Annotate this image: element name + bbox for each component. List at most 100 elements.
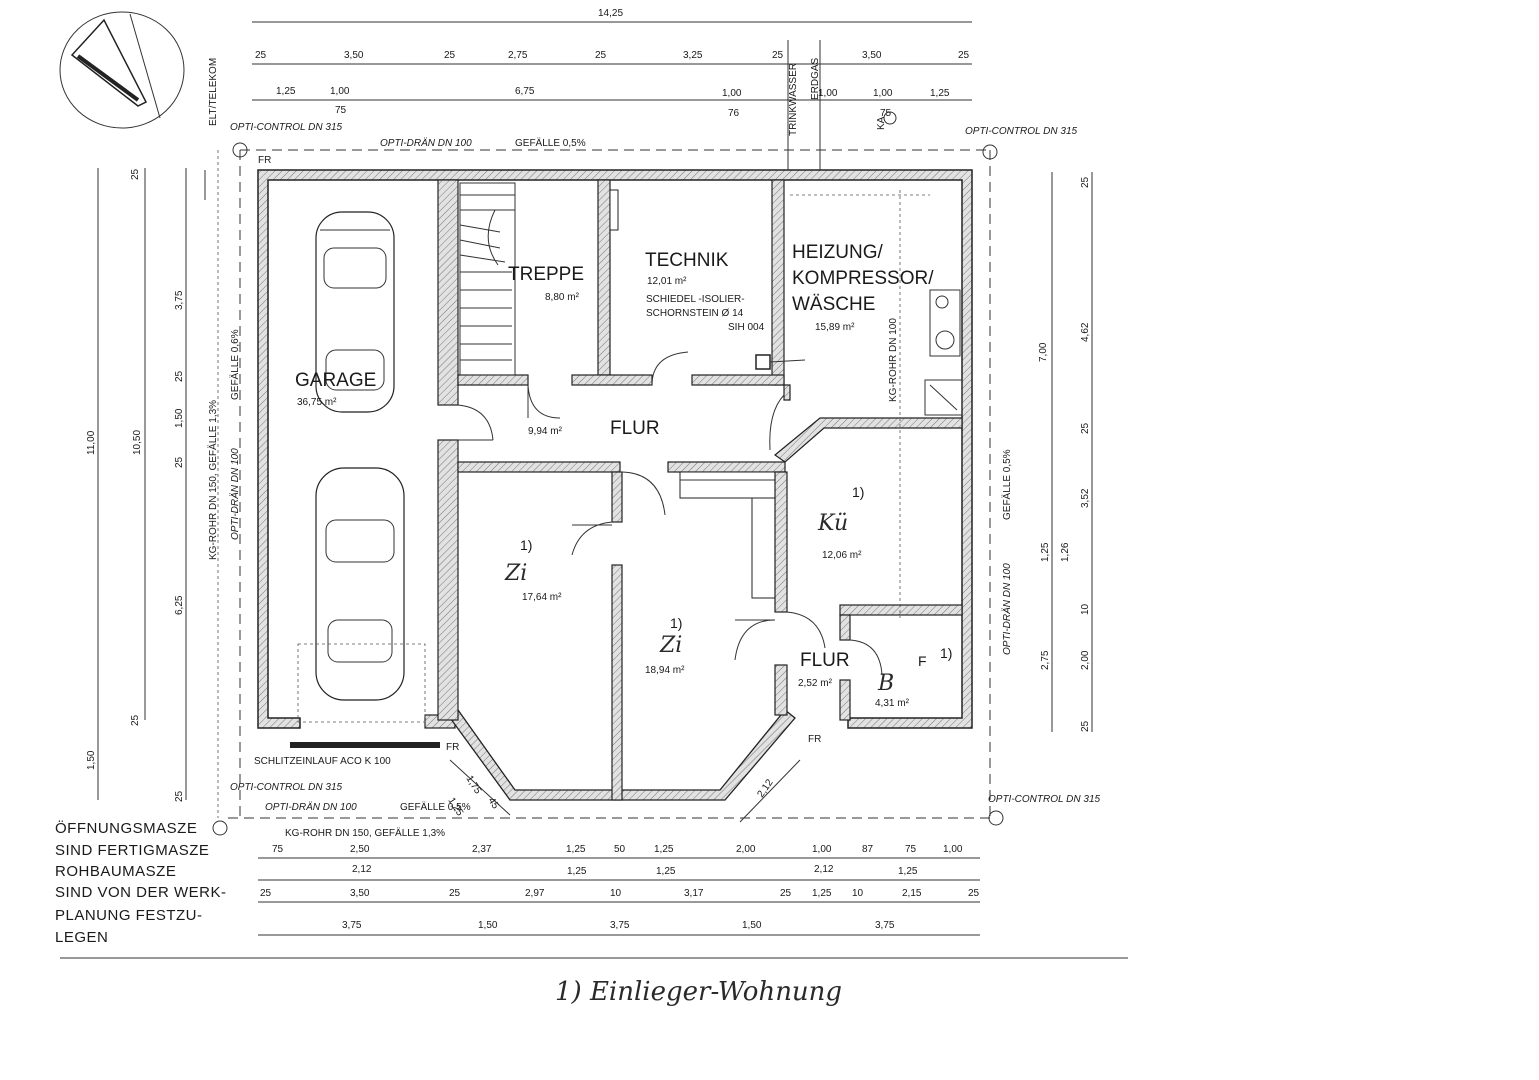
dim-bottom-r4: 1,50 xyxy=(478,920,498,931)
garage-label: GARAGE xyxy=(295,370,376,391)
dim-top-r2: 76 xyxy=(728,108,740,119)
ka: KA xyxy=(876,116,887,130)
treppe-label: TREPPE xyxy=(508,264,584,285)
flur-small-label: FLUR xyxy=(800,650,850,671)
elt-telekom: ELT/TELEKOM xyxy=(208,58,219,126)
dim-top-r1: 25 xyxy=(595,50,607,61)
left-pipe-3: GEFÄLLE 0,6% xyxy=(229,329,241,400)
opti-control-br: OPTI-CONTROL DN 315 xyxy=(988,794,1100,805)
bad-f: F xyxy=(918,653,927,669)
note-line: PLANUNG FESTZU- xyxy=(55,907,203,924)
garage-area: 36,75 m² xyxy=(297,397,337,408)
dim-top-r2: 75 xyxy=(880,108,892,119)
dim-bottom-r3: 3,17 xyxy=(684,888,704,899)
drain-lines xyxy=(204,40,995,820)
heizung-label-3: WÄSCHE xyxy=(792,294,875,315)
technik-note-1: SCHIEDEL -ISOLIER- xyxy=(646,294,745,305)
dim-bottom-r4: 1,50 xyxy=(742,920,762,931)
bad-hand: B xyxy=(877,671,894,696)
room-b-hand: Zi xyxy=(659,633,682,658)
car-icon-top xyxy=(315,211,395,413)
technik-label: TECHNIK xyxy=(645,250,729,271)
opti-control-tr: OPTI-CONTROL DN 315 xyxy=(965,126,1077,137)
dim-bottom-r1: 1,00 xyxy=(812,844,832,855)
dim-left-part: 3,75 xyxy=(174,290,185,310)
note-line: SIND FERTIGMASZE xyxy=(55,842,209,859)
fr-garage: FR xyxy=(446,742,459,753)
flur-main-label: FLUR xyxy=(610,418,660,439)
note-line: ROHBAUMASZE xyxy=(55,863,176,880)
dim-left-part: 25 xyxy=(174,790,185,802)
dim-bottom-r1: 87 xyxy=(862,844,874,855)
dim-right-part: 2,75 xyxy=(1040,650,1051,670)
dim-top-r2: 1,00 xyxy=(873,88,893,99)
note-line: ÖFFNUNGSMASZE xyxy=(55,819,197,837)
technik-note-2: SCHORNSTEIN Ø 14 xyxy=(646,308,744,319)
dim-bottom-r4: 3,75 xyxy=(610,920,630,931)
dim-bottom-r2: 2,12 xyxy=(814,864,834,875)
dim-bay: 45 xyxy=(485,796,500,812)
room-b-area: 18,94 m² xyxy=(645,665,685,676)
room-a-area: 17,64 m² xyxy=(522,592,562,603)
dim-right-part: 10 xyxy=(1080,603,1091,615)
dim-left-part: 25 xyxy=(174,456,185,468)
dim-right-total: 7,00 xyxy=(1038,342,1049,362)
kg-rohr-inner: KG-ROHR DN 100 xyxy=(888,318,899,402)
dim-bottom-r1: 50 xyxy=(614,844,626,855)
technik-area: 12,01 m² xyxy=(647,276,687,287)
dim-right-part: 1,26 xyxy=(1060,542,1071,562)
heizung-label-1: HEIZUNG/ xyxy=(792,242,884,263)
opti-control-bl: OPTI-CONTROL DN 315 xyxy=(230,782,342,793)
dim-left-part: 25 xyxy=(130,168,141,180)
dim-top-r1: 3,25 xyxy=(683,50,703,61)
dim-bottom-r3: 25 xyxy=(260,888,272,899)
dim-top-r1: 25 xyxy=(255,50,267,61)
staircase-icon xyxy=(459,182,516,376)
room-b-mark: 1) xyxy=(670,615,682,631)
dim-top-r2: 75 xyxy=(335,105,347,116)
dim-bottom-r1: 75 xyxy=(905,844,917,855)
kueche-area: 12,06 m² xyxy=(822,550,862,561)
dim-left-part: 25 xyxy=(174,370,185,382)
dim-bottom-r3: 25 xyxy=(968,888,980,899)
note-line: SIND VON DER WERK- xyxy=(55,884,227,901)
dim-bottom-r3: 10 xyxy=(852,888,864,899)
bad-mark: 1) xyxy=(940,645,952,661)
room-a-hand: Zi xyxy=(504,561,527,586)
dimension-lines xyxy=(60,21,1128,959)
dim-right-part: 3,52 xyxy=(1080,488,1091,508)
dim-bottom-r2: 1,25 xyxy=(898,866,918,877)
kueche-hand: Kü xyxy=(817,511,848,536)
dim-bottom-r3: 25 xyxy=(449,888,461,899)
pipe-annotations: OPTI-CONTROL DN 315 OPTI-CONTROL DN 315 … xyxy=(207,57,1100,839)
top-dimensions: 14,25 25 3,50 25 2,75 25 3,25 25 3,50 25… xyxy=(255,8,970,119)
note-line: LEGEN xyxy=(55,929,108,946)
dim-right-part: 4,62 xyxy=(1080,322,1091,342)
dim-bottom-r1: 1,00 xyxy=(943,844,963,855)
dim-top-r1: 25 xyxy=(444,50,456,61)
dim-left-part: 6,25 xyxy=(174,595,185,615)
laundry-fixtures-icon xyxy=(924,289,963,416)
dim-top-r1: 25 xyxy=(772,50,784,61)
dim-right-part: 25 xyxy=(1080,422,1091,434)
right-pipe-1: OPTI-DRÄN DN 100 xyxy=(1001,563,1013,655)
dim-bottom-r2: 2,12 xyxy=(352,864,372,875)
dim-top-r2: 1,00 xyxy=(722,88,742,99)
gefaelle-bottom: GEFÄLLE 0,5% xyxy=(400,801,471,813)
heizung-area: 15,89 m² xyxy=(815,322,855,333)
dim-bottom-r1: 2,37 xyxy=(472,844,492,855)
footnote: 1) Einlieger-Wohnung xyxy=(555,977,842,1007)
north-arrow-icon xyxy=(59,11,185,129)
dim-bottom-r1: 2,00 xyxy=(736,844,756,855)
car-icon-bottom xyxy=(297,467,426,723)
schlitzeinlauf: SCHLITZEINLAUF ACO K 100 xyxy=(254,756,391,767)
dim-top-r2: 1,00 xyxy=(330,86,350,97)
flur-main-area: 9,94 m² xyxy=(528,426,563,437)
dim-right-part: 25 xyxy=(1080,720,1091,732)
door-swings xyxy=(457,351,883,676)
technik-note-3: SIH 004 xyxy=(728,322,765,333)
dim-bottom-r2: 1,25 xyxy=(567,866,587,877)
dim-bottom-r3: 2,97 xyxy=(525,888,545,899)
dim-bottom-r2: 1,25 xyxy=(656,866,676,877)
